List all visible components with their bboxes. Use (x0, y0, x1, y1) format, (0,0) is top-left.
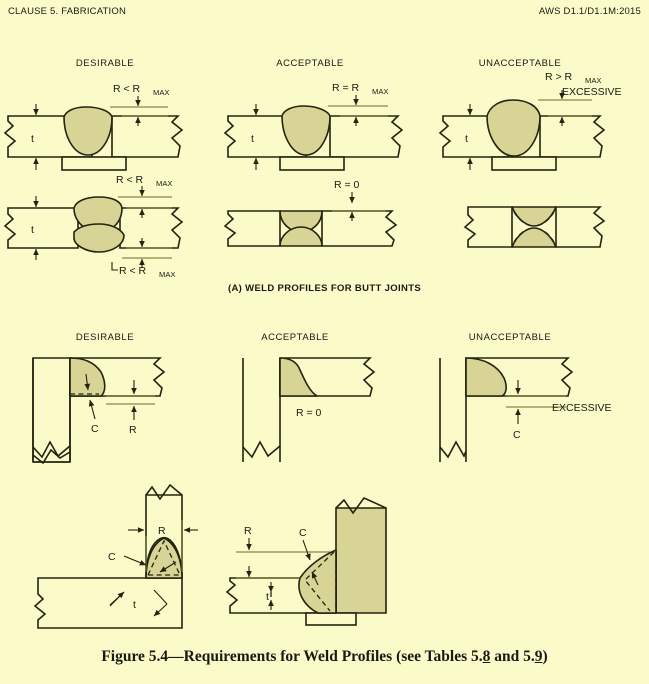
label-butt-unacceptable-t: t (465, 133, 468, 145)
label-butt-acceptable-Rmax-sub: MAX (372, 87, 388, 96)
figure-caption-underline-1: 8 (482, 648, 491, 665)
label-butt2-desirable-R-top: R < R (116, 174, 144, 186)
label-butt2-desirable-Rmax-bottom: MAX (159, 270, 175, 279)
label-fillet-unacceptable-C: C (513, 429, 521, 441)
diagram-fillet-acceptable: R = 0 (242, 357, 376, 462)
fillet-column-heading-unacceptable: UNACCEPTABLE (468, 332, 552, 343)
butt-column-heading-desirable: DESIRABLE (75, 58, 135, 69)
label-butt2-desirable-t: t (31, 224, 34, 236)
figure-caption-underline-2: 9 (534, 648, 543, 665)
header-clause-text: CLAUSE 5. FABRICATION (8, 6, 127, 17)
figure-caption-prefix: Figure 5.4—Requirements for Weld Profile… (101, 648, 483, 665)
label-corner-left-C: C (108, 551, 116, 563)
label-butt-unacceptable-Rmax-sub: MAX (585, 76, 601, 85)
label-corner-left-R: R (158, 525, 166, 537)
diagram-butt-unacceptable: t R > R MAX EXCESSIVE (438, 71, 622, 171)
figure-caption: Figure 5.4—Requirements for Weld Profile… (0, 648, 649, 666)
label-fillet-desirable-R: R (129, 424, 137, 436)
label-butt-unacceptable-R: R > R (545, 71, 573, 83)
label-butt2-desirable-R-bottom: R < R (119, 265, 147, 277)
fillet-column-heading-desirable: DESIRABLE (75, 332, 135, 343)
figure-caption-suffix: ) (542, 648, 548, 665)
label-butt2-acceptable-R: R = 0 (334, 179, 360, 191)
section-caption-butt-joints: (A) WELD PROFILES FOR BUTT JOINTS (227, 283, 422, 294)
diagram-corner-right: R C t (225, 497, 387, 626)
label-corner-right-t: t (266, 591, 269, 603)
label-corner-right-C: C (299, 527, 307, 539)
diagram-butt2-unacceptable (463, 206, 606, 248)
label-butt-desirable-Rmax-sub: MAX (153, 88, 169, 97)
label-butt-unacceptable-excessive: EXCESSIVE (562, 86, 622, 98)
diagram-corner-left: R C t (33, 483, 198, 629)
label-butt2-desirable-Rmax-top: MAX (156, 179, 172, 188)
label-fillet-unacceptable-excessive: EXCESSIVE (552, 402, 612, 414)
label-butt-desirable-R: R < R (113, 83, 141, 95)
diagram-fillet-desirable: C R (32, 357, 166, 465)
label-fillet-desirable-C: C (91, 423, 99, 435)
diagram-butt-acceptable: t R = R MAX (223, 82, 404, 171)
fillet-column-heading-acceptable: ACCEPTABLE (261, 332, 329, 343)
label-corner-right-R: R (244, 525, 252, 537)
header-standard-text: AWS D1.1/D1.1M:2015 (538, 6, 641, 17)
diagram-butt-desirable: t R < R MAX (3, 83, 184, 171)
label-corner-left-t: t (133, 599, 136, 611)
diagram-butt2-desirable: t R < R MAX R < R MAX (3, 174, 184, 279)
label-butt-desirable-t: t (31, 133, 34, 145)
figure-caption-middle: and 5. (490, 648, 535, 665)
running-header: CLAUSE 5. FABRICATION AWS D1.1/D1.1M:201… (0, 6, 649, 24)
diagram-butt2-acceptable: R = 0 (223, 179, 398, 247)
diagram-fillet-unacceptable: C EXCESSIVE (439, 357, 612, 462)
butt-column-heading-acceptable: ACCEPTABLE (276, 58, 344, 69)
label-fillet-acceptable-R: R = 0 (296, 407, 322, 419)
butt-column-heading-unacceptable: UNACCEPTABLE (478, 58, 562, 69)
label-butt-acceptable-R: R = R (332, 82, 360, 94)
label-butt-acceptable-t: t (251, 133, 254, 145)
